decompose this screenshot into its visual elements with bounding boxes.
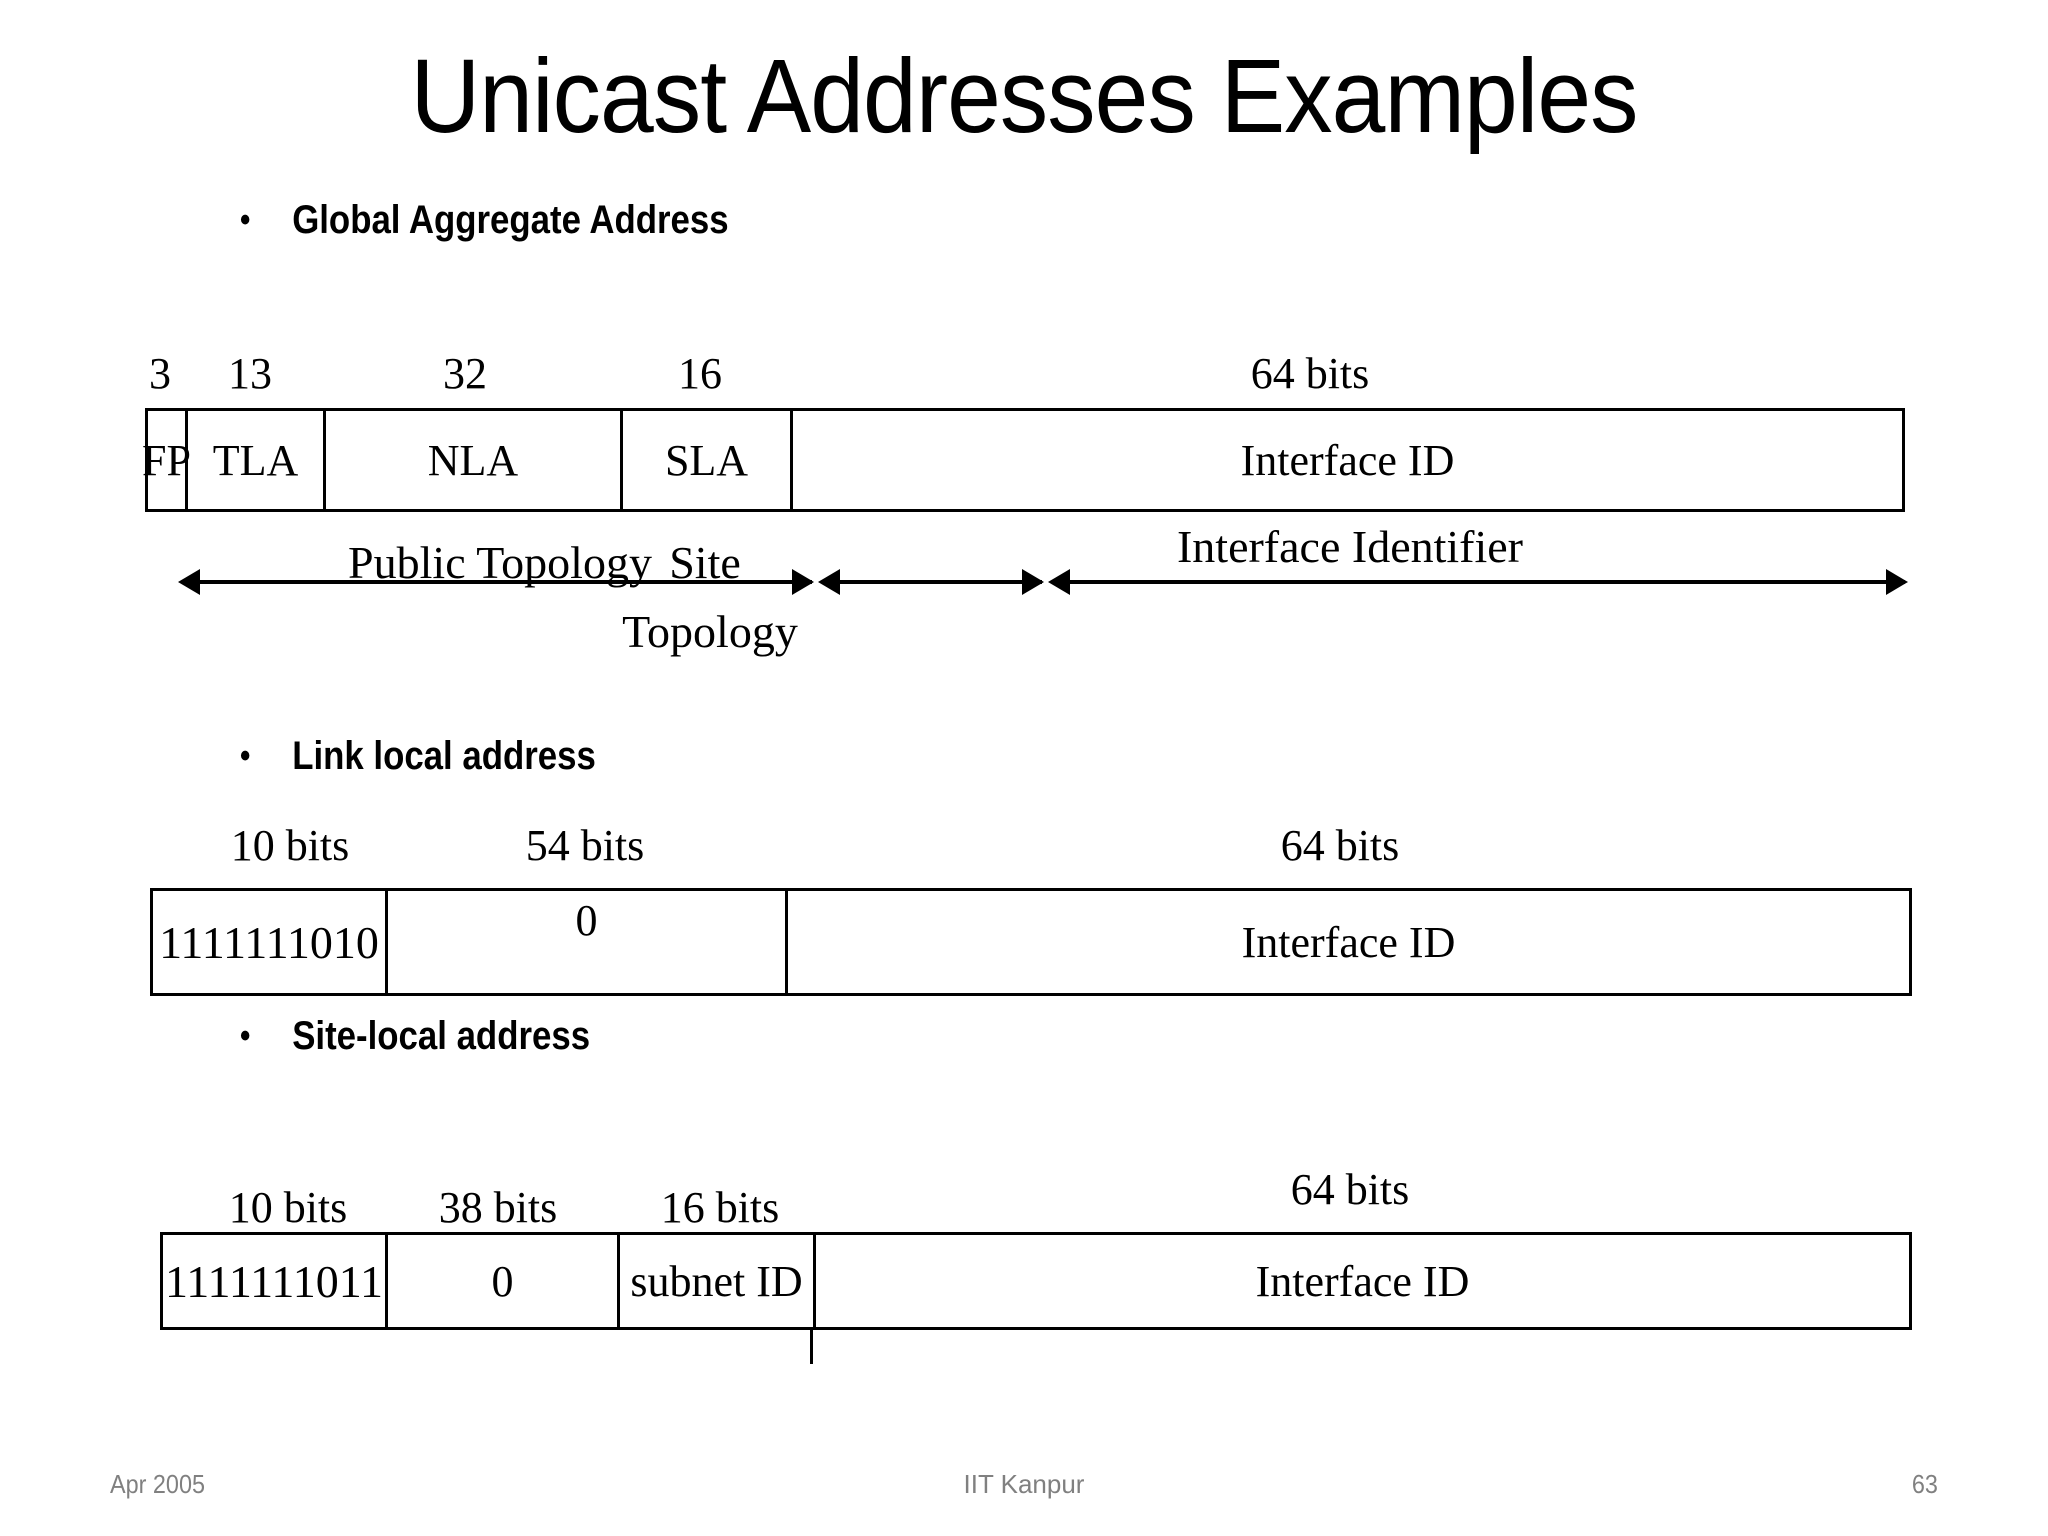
footer-page-number: 63 [1911, 1469, 1938, 1499]
link-local-table: 1111111010 0 Interface ID [150, 888, 1912, 996]
arrow-public-topology-head-right [792, 569, 814, 595]
bitlabel-tla: 13 [228, 349, 272, 398]
span-label-site: Site [669, 537, 741, 588]
arrow-public-topology-head-left [178, 569, 200, 595]
arrow-interface-identifier-line [1052, 580, 1905, 584]
field-site-local-zeros: 0 [385, 1235, 617, 1327]
field-link-local-prefix: 1111111010 [159, 916, 379, 968]
bullet-marker-icon-2: • [240, 736, 251, 775]
bitlabel-link-local-zeros: 54 bits [525, 821, 645, 870]
footer-date: Apr 2005 [110, 1469, 205, 1499]
bitlabel-site-local-prefix: 10 bits [228, 1183, 348, 1232]
span-label-topology: Topology [622, 606, 798, 657]
footer-organization: IIT Kanpur [963, 1469, 1085, 1499]
field-site-local-subnet-id: subnet ID [617, 1235, 813, 1327]
arrow-site-topology-line [822, 580, 1042, 584]
bitlabel-nla: 32 [443, 349, 487, 398]
global-aggregate-table: FP TLA NLA SLA Interface ID [142, 408, 1905, 512]
field-nla: NLA [323, 411, 620, 509]
bullet-site-local-label: Site-local address [292, 1013, 591, 1058]
arrow-interface-identifier-head-right [1886, 569, 1908, 595]
bitlabel-link-local-interface-id: 64 bits [1280, 821, 1400, 870]
site-local-divider-tail [810, 1330, 813, 1364]
bullet-global-aggregate: • Global Aggregate Address [240, 196, 729, 243]
field-link-local-zeros: 0 [385, 891, 785, 993]
bitlabel-sla: 16 [678, 349, 722, 398]
field-tla: TLA [185, 411, 323, 509]
field-sla: SLA [620, 411, 790, 509]
bitlabel-site-local-zeros: 38 bits [438, 1183, 558, 1232]
bullet-site-local: • Site-local address [240, 1012, 590, 1059]
arrow-interface-identifier-head-left [1048, 569, 1070, 595]
site-local-table: 1111111011 0 subnet ID Interface ID [160, 1232, 1912, 1330]
field-site-local-interface-id: Interface ID [813, 1235, 1909, 1327]
arrow-public-topology-line [182, 580, 812, 584]
field-link-local-interface-id: Interface ID [785, 891, 1909, 993]
span-label-interface-identifier: Interface Identifier [1176, 521, 1524, 572]
arrow-site-topology-head-left [818, 569, 840, 595]
field-fp: FP [142, 435, 191, 485]
bitlabel-link-local-prefix: 10 bits [230, 821, 350, 870]
bullet-marker-icon-3: • [240, 1016, 251, 1055]
bitlabel-interface-id-global: 64 bits [1250, 349, 1370, 398]
page-title: Unicast Addresses Examples [410, 38, 1638, 155]
bitlabel-fp: 3 [149, 349, 171, 398]
field-interface-id-global: Interface ID [790, 411, 1902, 509]
bitlabel-site-local-subnet: 16 bits [660, 1183, 780, 1232]
bullet-global-aggregate-label: Global Aggregate Address [292, 197, 729, 242]
field-site-local-prefix: 1111111011 [164, 1255, 384, 1307]
span-label-public-topology: Public Topology [348, 537, 652, 588]
bullet-link-local-label: Link local address [292, 733, 596, 778]
bullet-marker-icon: • [240, 200, 251, 239]
bitlabel-site-local-interface-id: 64 bits [1290, 1165, 1410, 1214]
bullet-link-local: • Link local address [240, 732, 596, 779]
arrow-site-topology-head-right [1022, 569, 1044, 595]
